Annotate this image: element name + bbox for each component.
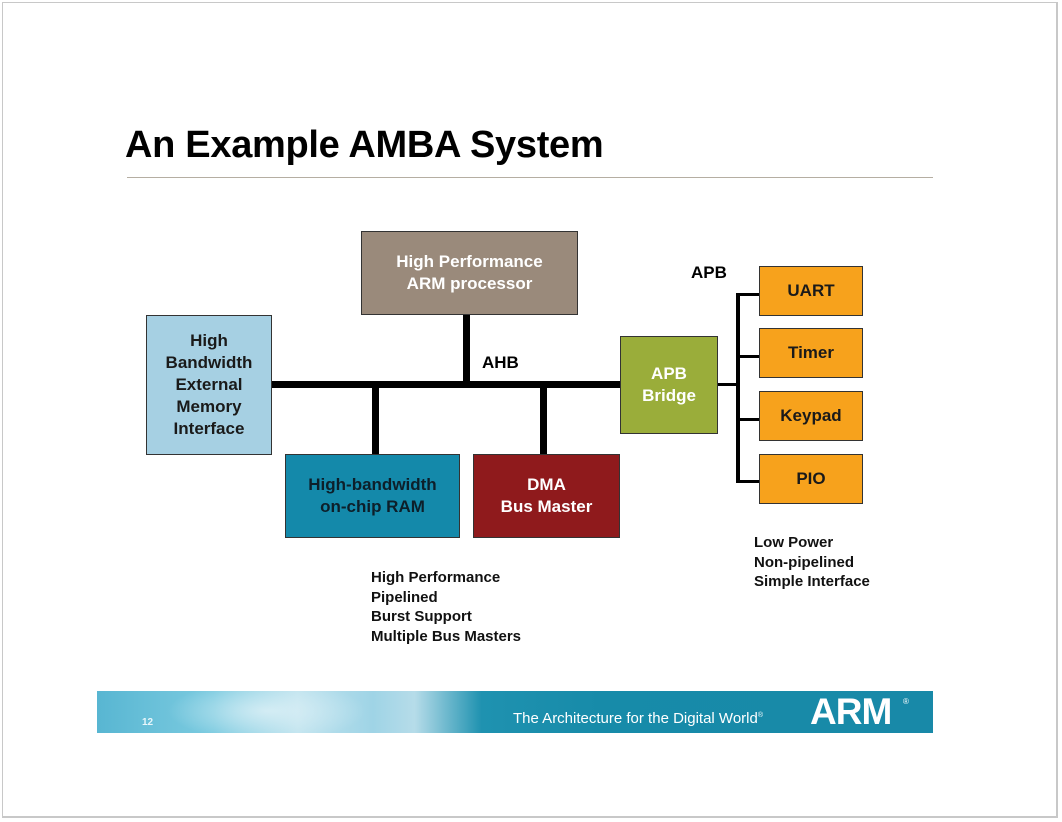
ahb-bus-main: [272, 381, 620, 388]
on-chip-ram-label: High-bandwidth on-chip RAM: [308, 475, 437, 516]
uart-block: UART: [759, 266, 863, 316]
apb-bridge-block: APB Bridge: [620, 336, 718, 434]
apb-keypad-stub: [736, 418, 760, 421]
apb-timer-stub: [736, 355, 760, 358]
apb-uart-stub: [736, 293, 760, 296]
footer-banner: 12 The Architecture for the Digital Worl…: [97, 691, 933, 733]
ahb-features-notes: High Performance Pipelined Burst Support…: [371, 569, 522, 645]
ahb-label: AHB: [482, 353, 519, 372]
external-memory-interface-label: High Bandwidth External Memory Interface: [165, 331, 253, 438]
logo-registered-mark: ®: [903, 697, 909, 706]
globe-graphic: [167, 691, 367, 733]
keypad-label: Keypad: [780, 406, 842, 425]
uart-label: UART: [787, 281, 835, 300]
apb-label: APB: [691, 263, 727, 282]
arm-processor-label: High Performance ARM processor: [396, 252, 543, 293]
apb-pio-stub: [736, 480, 760, 483]
title-divider: [127, 177, 933, 178]
keypad-block: Keypad: [759, 391, 863, 441]
apb-bridge-link: [717, 383, 739, 386]
dma-bus-master-block: DMA Bus Master: [473, 454, 620, 538]
pio-block: PIO: [759, 454, 863, 504]
footer-tagline: The Architecture for the Digital World®: [513, 710, 763, 727]
timer-block: Timer: [759, 328, 863, 378]
arm-logo: ARM: [810, 691, 892, 732]
ahb-dma-link: [540, 385, 547, 455]
footer-tagline-text: The Architecture for the Digital World: [513, 710, 758, 727]
pio-label: PIO: [796, 469, 826, 488]
on-chip-ram-block: High-bandwidth on-chip RAM: [285, 454, 460, 538]
dma-bus-master-label: DMA Bus Master: [500, 475, 593, 516]
page-number: 12: [142, 717, 154, 728]
tagline-registered-mark: ®: [757, 712, 763, 719]
apb-bus-spine: [736, 293, 740, 483]
slide-title: An Example AMBA System: [125, 124, 604, 166]
ahb-ram-link: [372, 385, 379, 455]
ahb-cpu-link: [463, 315, 470, 385]
external-memory-interface-block: High Bandwidth External Memory Interface: [146, 315, 272, 455]
apb-features-notes: Low Power Non-pipelined Simple Interface: [754, 534, 870, 590]
timer-label: Timer: [788, 343, 834, 362]
apb-bridge-label: APB Bridge: [642, 364, 696, 405]
arm-processor-block: High Performance ARM processor: [361, 231, 578, 315]
